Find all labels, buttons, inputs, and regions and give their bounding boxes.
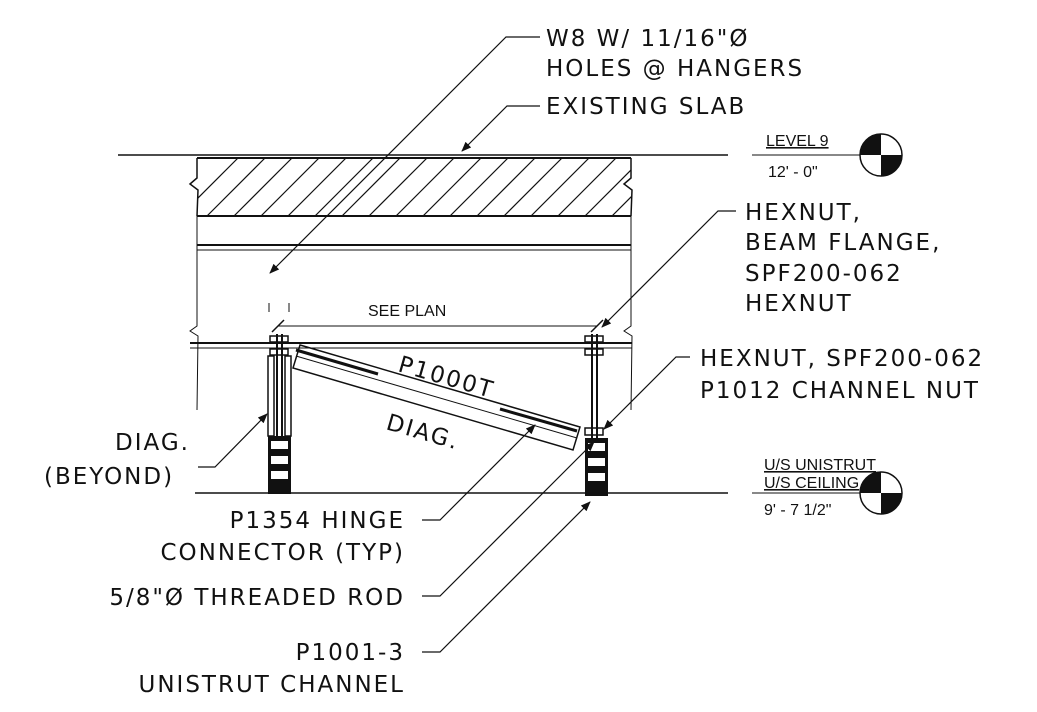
diag-beyond-line2: (BEYOND) [44, 464, 174, 490]
level9-elevation-marker: LEVEL 9 12' - 0" [752, 133, 903, 181]
hexnut-channel-line2: P1012 CHANNEL NUT [700, 378, 980, 404]
hexnut-channel-line1: HEXNUT, SPF200-062 [700, 346, 984, 372]
slab-hatch-line [666, 158, 724, 216]
hexnut-flange-line3: SPF200-062 [745, 261, 903, 287]
slab-hatch-line [368, 158, 428, 216]
w8-callout-line2: HOLES @ HANGERS [546, 56, 804, 82]
slab-hatch-line [197, 158, 239, 200]
leader-lines [198, 36, 736, 653]
slab-hatch-line [287, 158, 347, 216]
slab-hatch-line [584, 169, 631, 216]
threaded-rod-callout: 5/8"Ø THREADED ROD [109, 585, 405, 611]
slab-hatch-line [233, 158, 293, 216]
slab-hatch-line [476, 158, 536, 216]
us-ceiling-label: U/S CEILING [764, 475, 859, 492]
slab-hatch-line [449, 158, 509, 216]
see-plan-dimension: SEE PLAN [268, 303, 604, 333]
diag-beyond-line1: DIAG. [115, 430, 190, 456]
hinge-callout-line2: CONNECTOR (TYP) [160, 540, 405, 566]
slab-hatch-line [693, 158, 751, 216]
hexnut-flange-line4: HEXNUT [745, 291, 853, 317]
diagonal-brace: P1000T DIAG. [292, 344, 581, 456]
slab-hatch-line [503, 158, 563, 216]
p1000t-label: P1000T [395, 352, 497, 404]
slab-hatch-line [422, 158, 482, 216]
callout-text: W8 W/ 11/16"Ø HOLES @ HANGERS EXISTING S… [44, 26, 984, 698]
slab-hatch-line [557, 158, 617, 216]
slab-hatch-line [530, 158, 590, 216]
diag-brace-label: DIAG. [383, 410, 462, 456]
slab-hatch-line [206, 158, 266, 216]
hinge-callout-line1: P1354 HINGE [230, 508, 405, 534]
slab-hatch-line [611, 196, 631, 216]
right-hanger [584, 334, 608, 496]
channel-callout-line2: UNISTRUT CHANNEL [139, 672, 406, 698]
w8-beam [189, 216, 633, 411]
left-hanger [267, 334, 292, 494]
existing-slab [118, 154, 751, 217]
us-unistrut-label: U/S UNISTRUT [764, 457, 876, 474]
slab-hatch-line [341, 158, 401, 216]
w8-callout-line1: W8 W/ 11/16"Ø [546, 26, 749, 52]
slab-hatch-line [260, 158, 320, 216]
ceiling-elevation-value: 9' - 7 1/2" [764, 502, 831, 519]
see-plan-label: SEE PLAN [368, 303, 446, 320]
slab-hatch-line [639, 158, 697, 216]
hexnut-flange-line1: HEXNUT, [745, 200, 862, 226]
channel-callout-line1: P1001-3 [296, 640, 405, 666]
level9-name: LEVEL 9 [766, 133, 829, 150]
slab-hatch-line [314, 158, 374, 216]
level9-value: 12' - 0" [768, 164, 818, 181]
hexnut-flange-line2: BEAM FLANGE, [745, 230, 941, 256]
ceiling-elevation-marker: U/S UNISTRUT U/S CEILING 9' - 7 1/2" [752, 457, 903, 519]
slab-hatch-line [395, 158, 455, 216]
existing-slab-callout: EXISTING SLAB [546, 94, 746, 120]
